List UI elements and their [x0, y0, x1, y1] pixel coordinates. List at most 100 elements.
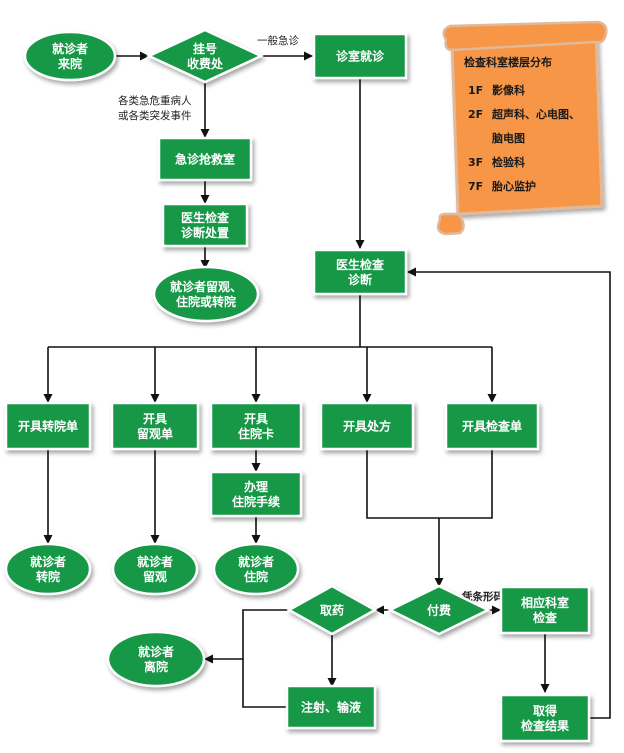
- floor-guide-department: 影像科: [492, 83, 525, 97]
- node-shape: [285, 684, 377, 730]
- node-label: 就诊者: [30, 554, 66, 569]
- node-shape: [286, 584, 378, 636]
- node-shape: [110, 401, 200, 451]
- node-shape: [106, 630, 206, 688]
- edge-injection-join: [242, 659, 287, 708]
- node-label: 住院或转院: [176, 294, 236, 309]
- edge-medicine-leave: [204, 609, 290, 664]
- node-shape: [157, 136, 253, 182]
- node-label: 医生检查: [336, 257, 385, 272]
- edge-label-critical-line1: 各类急危重病人: [118, 94, 192, 107]
- flowchart-nodes: 就诊者来院挂号收费处诊室就诊急诊抢救室医生检查诊断处置就诊者留观、住院或转院医生…: [4, 28, 591, 743]
- node-label: 办理: [244, 479, 268, 494]
- node-label: 就诊者: [238, 554, 274, 569]
- edge-label-receipt: 凭条形码: [461, 590, 504, 603]
- node-label: 检查结果: [521, 718, 569, 733]
- node-clinic: 诊室就诊: [312, 32, 408, 80]
- floor-guide-department: 脑电图: [492, 131, 525, 145]
- node-label: 留观单: [137, 426, 173, 441]
- node-label: 相应科室: [521, 595, 569, 610]
- node-shape: [23, 30, 117, 82]
- node-label: 医生检查: [181, 210, 230, 225]
- node-label: 取得: [533, 703, 557, 718]
- edge-label-general: 一般急诊: [257, 34, 299, 47]
- node-label: 检查: [533, 610, 558, 625]
- node-shape: [312, 248, 408, 296]
- node-label: 取药: [320, 603, 344, 618]
- floor-guide-floor: 1F: [468, 84, 483, 97]
- node-shape: [499, 585, 591, 635]
- node-patient-observe-stay: 就诊者留观、住院或转院: [152, 265, 260, 323]
- node-patient-observe: 就诊者留观: [111, 542, 199, 596]
- node-shape: [4, 401, 92, 451]
- node-label: 住院: [244, 569, 268, 584]
- edge-results-return: [407, 267, 611, 719]
- node-label: 开具: [143, 412, 167, 426]
- node-label: 开具: [244, 412, 268, 426]
- node-label: 付费: [427, 603, 451, 618]
- floor-guide-title: 检查科室楼层分布: [464, 55, 552, 69]
- node-label: 注射、输液: [301, 700, 361, 715]
- node-label: 急诊抢救室: [175, 152, 235, 167]
- node-label: 诊室就诊: [336, 49, 385, 64]
- floor-guide-floor: 2F: [468, 108, 483, 121]
- floor-guide-department: 检验科: [492, 155, 525, 169]
- node-label: 转院: [36, 569, 60, 584]
- node-label: 就诊者留观、: [170, 279, 242, 294]
- node-shape: [499, 693, 591, 743]
- floor-guide-floor: 3F: [468, 156, 483, 169]
- node-label: 住院卡: [238, 426, 274, 441]
- node-payment: 付费: [387, 584, 491, 636]
- node-shape: [4, 542, 92, 596]
- node-label: 诊断: [348, 272, 372, 287]
- connectors: [43, 51, 611, 719]
- node-label: 留观: [143, 569, 167, 584]
- node-exam-form: 开具检查单: [444, 401, 540, 451]
- node-shape: [209, 401, 303, 451]
- node-shape: [152, 265, 260, 323]
- node-label: 住院手续: [232, 494, 280, 509]
- node-shape: [387, 584, 491, 636]
- node-label: 挂号: [193, 41, 217, 56]
- node-label: 来院: [57, 56, 82, 71]
- node-label: 开具检查单: [462, 419, 522, 434]
- node-shape: [209, 470, 303, 518]
- node-label: 就诊者: [137, 554, 173, 569]
- node-label: 就诊者: [138, 644, 174, 659]
- node-injection: 注射、输液: [285, 684, 377, 730]
- floor-guide-floor: 7F: [468, 180, 483, 193]
- node-label: 离院: [144, 659, 168, 674]
- node-shape: [444, 401, 540, 451]
- node-shape: [146, 28, 264, 84]
- node-emergency: 急诊抢救室: [157, 136, 253, 182]
- node-label: 开具转院单: [18, 419, 78, 434]
- node-label: 收费处: [187, 56, 224, 71]
- node-label: 开具处方: [343, 419, 391, 434]
- node-label: 就诊者: [52, 41, 88, 56]
- scroll-bottom-curl: [436, 212, 465, 236]
- edge-examform-merge: [439, 450, 493, 519]
- node-label: 诊断处置: [181, 225, 229, 240]
- node-shape: [212, 542, 300, 596]
- node-shape: [312, 32, 408, 80]
- node-shape: [319, 401, 415, 451]
- node-prescription: 开具处方: [319, 401, 415, 451]
- node-shape: [161, 202, 249, 248]
- scroll-top-curl: [442, 20, 608, 52]
- node-transfer-form: 开具转院单: [4, 401, 92, 451]
